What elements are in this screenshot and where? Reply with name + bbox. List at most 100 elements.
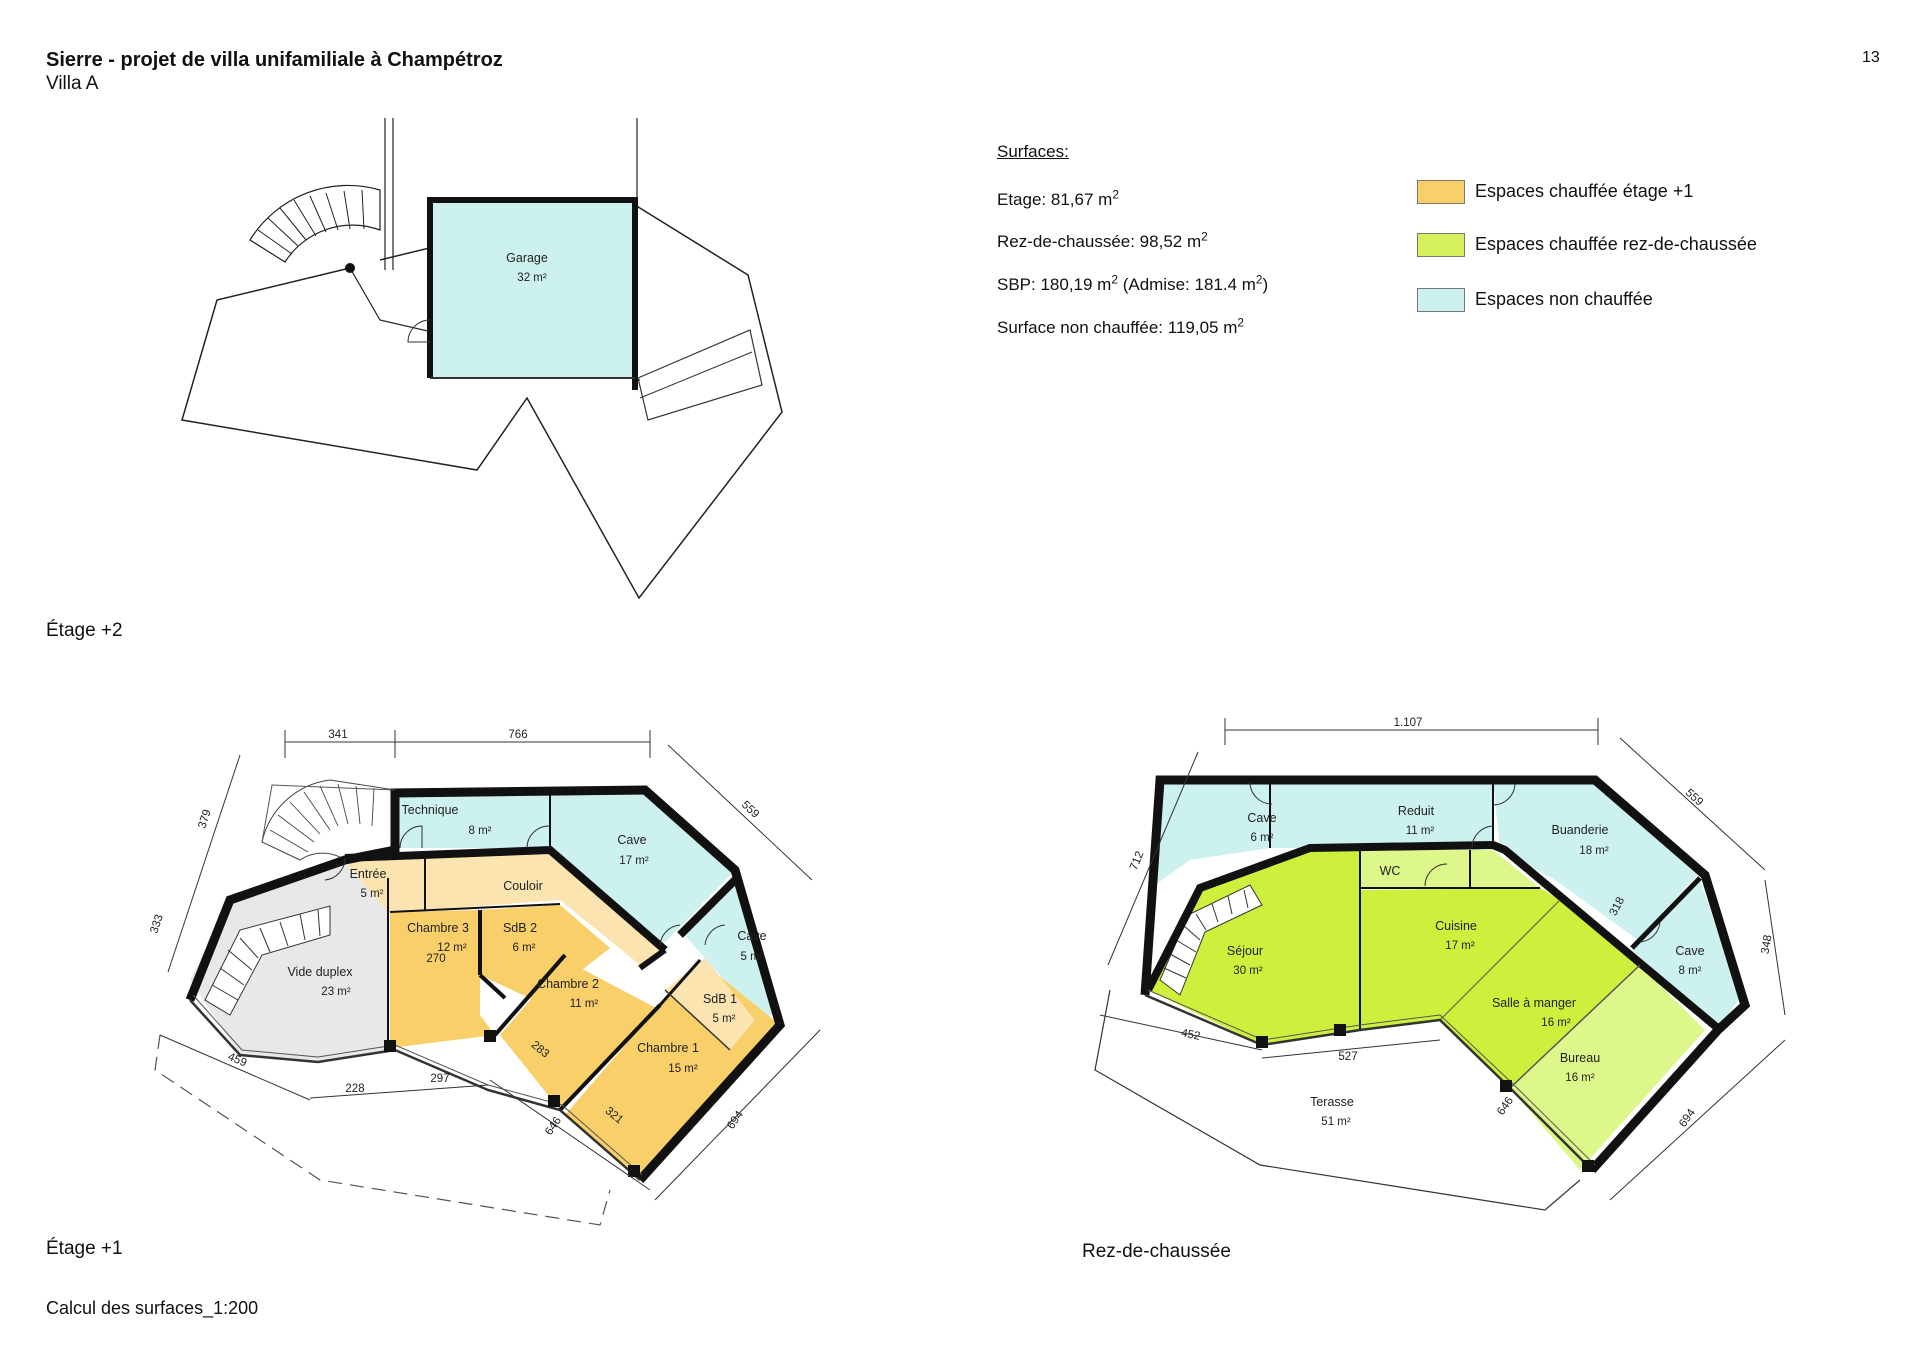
dim-270: 270 xyxy=(426,953,445,965)
column xyxy=(1582,1160,1594,1172)
plan-etage2: Garage 32 m² xyxy=(181,118,783,600)
wall-partition xyxy=(664,989,731,1051)
dim-559: 559 xyxy=(739,799,761,821)
floor-label-etage1: Étage +1 xyxy=(46,1238,123,1259)
dimensions-etage1 xyxy=(159,730,821,1201)
room-sejour xyxy=(1148,848,1360,1045)
surface-non-chauffee-text: Surface non chauffée: 119,05 m xyxy=(997,318,1238,337)
chambre2-area: 11 m² xyxy=(570,998,599,1010)
room-buanderie xyxy=(1493,780,1700,940)
door-swing xyxy=(1471,825,1495,849)
stair-steps xyxy=(269,783,375,853)
legend-swatch xyxy=(1417,288,1465,312)
cave17-area: 17 m² xyxy=(619,855,649,867)
column xyxy=(484,1030,496,1042)
surface-rez-sup: 2 xyxy=(1201,229,1208,244)
cave5-area: 5 m² xyxy=(741,951,764,963)
stair xyxy=(204,905,331,1016)
facade-glazing-inner xyxy=(1147,989,1596,1166)
dim-452: 452 xyxy=(1180,1027,1201,1043)
stair-steps xyxy=(1163,889,1249,979)
door-swing xyxy=(399,825,423,849)
dim-559: 559 xyxy=(1683,787,1705,809)
surface-non-chauffee-sup: 2 xyxy=(1237,315,1244,330)
dim-348: 348 xyxy=(1759,934,1774,955)
surface-sbp: SBP: 180,19 m2 (Admise: 181.4 m2) xyxy=(997,272,1269,295)
dim-line xyxy=(667,744,813,881)
salle-area: 16 m² xyxy=(1541,1017,1571,1029)
reduit-area: 11 m² xyxy=(1406,825,1435,837)
dim-line xyxy=(1107,751,1199,966)
dim-line xyxy=(1609,1039,1786,1201)
dim-646: 646 xyxy=(1495,1095,1516,1118)
dim-line xyxy=(489,1079,651,1191)
room-garage xyxy=(430,200,633,378)
entree-area: 5 m² xyxy=(361,888,384,900)
wall-interior xyxy=(1630,876,1702,950)
room-entree xyxy=(345,853,425,912)
surface-sbp-admise: (Admise: 181.4 m xyxy=(1117,275,1256,294)
room-vide-duplex xyxy=(190,860,388,1062)
sdb1-area: 5 m² xyxy=(713,1013,736,1025)
cave5-name: Cave xyxy=(737,929,766,943)
surface-sbp-sup: 2 xyxy=(1111,272,1118,287)
bureau-name: Bureau xyxy=(1560,1051,1600,1065)
dim-line xyxy=(1099,1014,1263,1051)
wall-partition xyxy=(658,959,702,1006)
spiral-stair xyxy=(249,184,381,263)
wall-interior xyxy=(638,947,667,971)
legend-label: Espaces non chauffée xyxy=(1475,289,1653,309)
terrasse-name: Terasse xyxy=(1310,1095,1354,1109)
plan-rez: 1.107 712 559 318 348 452 527 646 694 Ca… xyxy=(1094,717,1786,1211)
dim-line xyxy=(167,754,241,973)
cave8-area: 8 m² xyxy=(1679,965,1702,977)
terrace-outline xyxy=(1094,989,1581,1211)
surfaces-heading: Surfaces: xyxy=(997,142,1069,161)
ramp xyxy=(637,329,763,421)
room-salle xyxy=(1440,900,1640,1088)
garage-name: Garage xyxy=(506,251,548,265)
column xyxy=(1256,1036,1268,1048)
ramp-line xyxy=(639,351,753,399)
dimensions-rez xyxy=(1099,718,1786,1201)
chambre1-name: Chambre 1 xyxy=(637,1041,699,1055)
door-swing xyxy=(1424,863,1448,887)
terrain-outline xyxy=(181,199,783,600)
column-marker xyxy=(345,263,355,273)
surface-etage: Etage: 81,67 m2 xyxy=(997,188,1119,210)
dim-694: 694 xyxy=(1677,1106,1698,1129)
surface-non-chauffee: Surface non chauffée: 119,05 m2 xyxy=(997,315,1244,338)
door-swing xyxy=(704,924,726,946)
column xyxy=(384,1040,396,1052)
door-swing xyxy=(324,857,346,881)
door-swing xyxy=(526,825,550,849)
room-reduit xyxy=(1270,780,1493,850)
dim-379: 379 xyxy=(196,808,213,830)
column xyxy=(1500,1080,1512,1092)
page-title: Sierre - projet de villa unifamiliale à … xyxy=(46,49,503,71)
technique-area: 8 m² xyxy=(469,825,492,837)
cuisine-area: 17 m² xyxy=(1445,940,1475,952)
garage-area: 32 m² xyxy=(517,272,547,284)
wall-partition xyxy=(1509,964,1641,1089)
room-chambre2 xyxy=(500,960,660,1110)
sdb2-area: 6 m² xyxy=(513,942,536,954)
sdb2-name: SdB 2 xyxy=(503,921,537,935)
page-subtitle: Villa A xyxy=(46,73,99,94)
room-sdb2 xyxy=(480,905,610,1003)
terrasse-area: 51 m² xyxy=(1321,1116,1351,1128)
door-swing xyxy=(1639,921,1661,943)
spiral-stair xyxy=(261,779,396,861)
facade-glazing xyxy=(1144,993,1593,1171)
wall-partition xyxy=(558,1003,662,1112)
terrain-outline xyxy=(261,784,396,843)
dim-line xyxy=(1261,1039,1441,1059)
room-sdb1 xyxy=(665,958,755,1050)
wall-partition xyxy=(478,973,507,1000)
dim-1107: 1.107 xyxy=(1394,717,1423,729)
surface-sbp-close: ) xyxy=(1262,275,1269,294)
door-swing xyxy=(407,319,431,343)
room-cave-8 xyxy=(1632,880,1740,1028)
